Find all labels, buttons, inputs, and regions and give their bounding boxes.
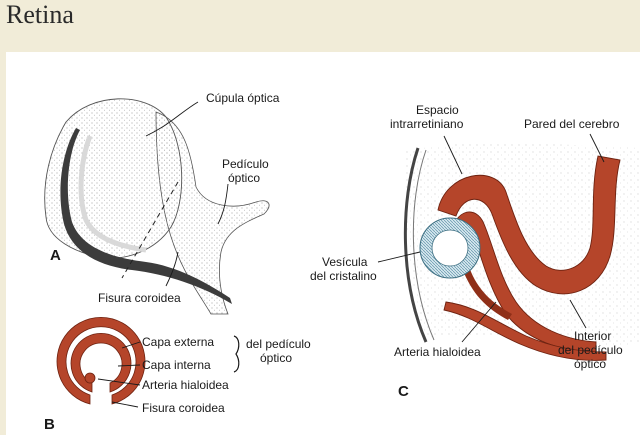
optic-cup-inner-light	[78, 135, 147, 253]
leader-optic-cup	[145, 101, 199, 137]
label-stalk-interior-2: del pedículo	[558, 343, 623, 357]
cut-line	[121, 181, 179, 279]
panel-c-section: Espacio intrarretiniano Pared del cerebr…	[310, 103, 640, 400]
inner-layer-ring	[70, 332, 132, 393]
label-lens-vesicle-2: del cristalino	[310, 269, 377, 283]
stalk-brace	[233, 335, 240, 373]
label-optic-cup: Cúpula óptica	[206, 91, 280, 105]
label-intraretinal-space-1: Espacio	[416, 103, 459, 117]
label-choroid-fissure-a: Fisura coroidea	[98, 291, 181, 305]
retina-outer-layer	[437, 155, 621, 295]
label-stalk-ref-1: del pedículo	[246, 337, 311, 351]
leader-lens-vesicle	[377, 251, 421, 263]
label-stalk-interior-1: Interior	[574, 329, 611, 343]
panel-b-cross-section: Capa externa Capa interna del pedículo ó…	[44, 316, 311, 433]
leader-outer-layer	[121, 341, 141, 349]
surface-ectoderm	[403, 147, 428, 343]
figure-panel: Cúpula óptica Pedículo óptico Fisura cor…	[6, 52, 640, 435]
label-choroid-fissure-b: Fisura coroidea	[142, 401, 225, 415]
label-optic-stalk-2: óptico	[228, 171, 260, 185]
leader-optic-stalk	[217, 183, 229, 225]
panel-letter-b: B	[44, 416, 55, 433]
optic-cup-rim	[60, 128, 232, 304]
slide-title: Retina	[6, 0, 74, 29]
label-hyaloid-artery-b: Arteria hialoidea	[142, 378, 229, 392]
optic-stalk-lower-wall	[443, 301, 607, 361]
leader-brain-wall	[589, 133, 605, 163]
label-stalk-interior-3: óptico	[574, 357, 606, 371]
panel-letter-c: C	[398, 383, 409, 400]
leader-hyaloid-c	[461, 301, 497, 343]
label-intraretinal-space-2: intrarretiniano	[390, 117, 464, 131]
leader-hyaloid-b	[97, 378, 141, 386]
label-outer-layer: Capa externa	[142, 335, 214, 349]
optic-cup-shape	[44, 98, 183, 259]
outer-layer-ring	[56, 316, 146, 405]
label-stalk-ref-2: óptico	[260, 351, 292, 365]
retina-diagram: Cúpula óptica Pedículo óptico Fisura cor…	[44, 91, 640, 433]
hyaloid-artery-b	[84, 372, 96, 384]
leader-choroid-fissure-a	[165, 251, 179, 287]
leader-intraretinal-space	[443, 135, 463, 175]
surface-ectoderm-inner	[412, 149, 435, 341]
label-brain-wall: Pared del cerebro	[524, 117, 620, 131]
panel-a-optic-cup: Cúpula óptica Pedículo óptico Fisura cor…	[44, 91, 280, 315]
label-optic-stalk-1: Pedículo	[222, 157, 269, 171]
lens-vesicle-lumen	[431, 229, 469, 267]
label-lens-vesicle-1: Vesícula	[322, 255, 368, 269]
leader-inner-layer	[117, 364, 141, 367]
leader-choroid-b	[111, 401, 139, 408]
label-hyaloid-artery-c: Arteria hialoidea	[394, 345, 481, 359]
panel-letter-a: A	[50, 247, 61, 264]
leader-stalk-interior	[569, 299, 587, 329]
label-inner-layer: Capa interna	[142, 358, 211, 372]
